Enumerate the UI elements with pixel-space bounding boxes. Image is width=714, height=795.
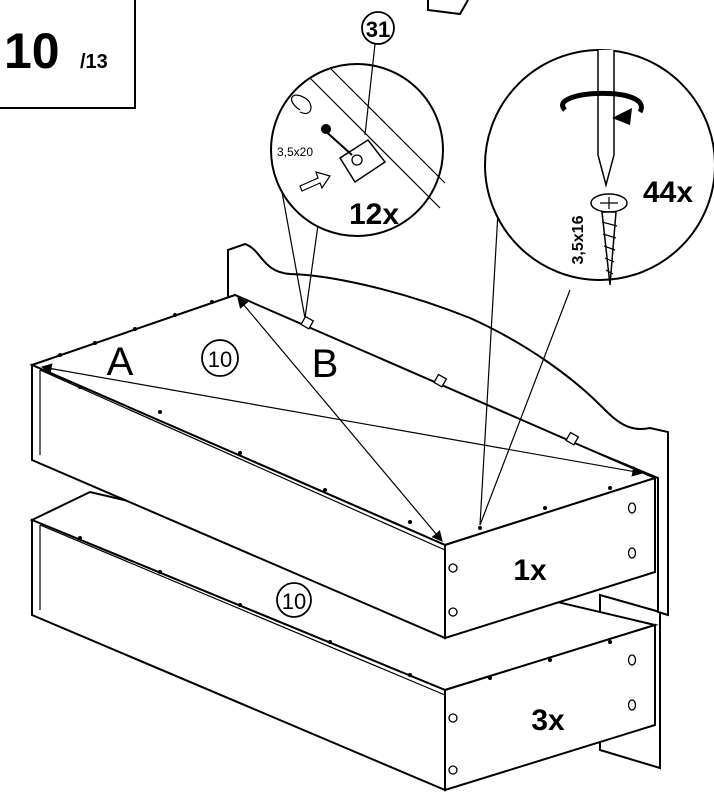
wood-screw-icon bbox=[590, 193, 628, 286]
top-fragment bbox=[427, 0, 469, 16]
quantity-lower-drawer: 3x bbox=[531, 704, 565, 737]
part-badge-lower bbox=[276, 582, 312, 618]
part-label-top: 10 bbox=[208, 347, 232, 372]
part-label-lower: 10 bbox=[282, 589, 306, 614]
quantity-top-drawer: 1x bbox=[513, 554, 547, 587]
side-label-a: A bbox=[107, 340, 134, 384]
screwdriver-icon bbox=[597, 50, 615, 188]
step-indicator: 10 /13 bbox=[0, 0, 136, 109]
step-number: 10 bbox=[4, 23, 60, 79]
step-total: /13 bbox=[80, 51, 108, 73]
detail-wood-screw: 3,5x16 44x bbox=[479, 49, 714, 526]
wood-screw-quantity: 44x bbox=[643, 176, 693, 209]
wood-screw-size: 3,5x16 bbox=[570, 215, 587, 264]
detail-bracket-screw: 31 3,5x20 12x bbox=[270, 11, 446, 319]
bracket-screw-size: 3,5x20 bbox=[277, 145, 313, 159]
part-label-31: 31 bbox=[366, 17, 390, 42]
bracket-screw-quantity: 12x bbox=[349, 198, 399, 231]
side-label-b: B bbox=[312, 342, 339, 386]
top-drawer: A B 10 1x bbox=[29, 242, 669, 640]
part-badge-top bbox=[201, 339, 239, 377]
